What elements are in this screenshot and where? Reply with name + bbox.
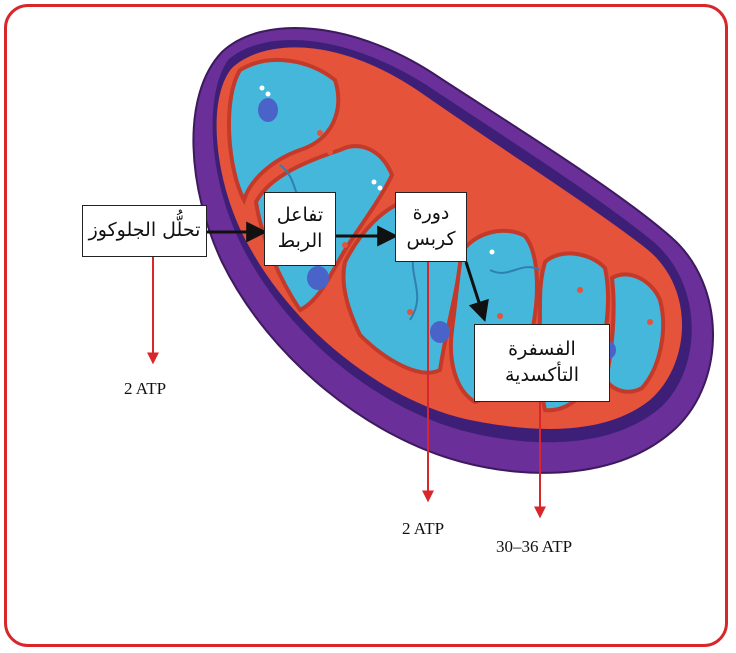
krebs-label-line1: دورة bbox=[413, 201, 450, 227]
oxidative-phosphorylation-box: الفسفرة التأكسدية bbox=[474, 324, 610, 402]
link-reaction-label-line1: تفاعل bbox=[277, 203, 323, 229]
glycolysis-box: تحلُّل الجلوكوز bbox=[82, 205, 207, 257]
link-reaction-label-line2: الربط bbox=[278, 229, 323, 255]
krebs-label-line2: كربس bbox=[406, 227, 455, 253]
krebs-box: دورة كربس bbox=[395, 192, 467, 262]
oxidative-phosphorylation-atp-yield: 30–36 ATP bbox=[496, 537, 572, 557]
krebs-atp-yield: 2 ATP bbox=[402, 519, 444, 539]
oxidative-phosphorylation-label-line1: الفسفرة bbox=[508, 337, 576, 363]
link-reaction-box: تفاعل الربط bbox=[264, 192, 336, 266]
oxidative-phosphorylation-label-line2: التأكسدية bbox=[505, 363, 579, 389]
glycolysis-label: تحلُّل الجلوكوز bbox=[89, 218, 201, 244]
glycolysis-atp-yield: 2 ATP bbox=[124, 379, 166, 399]
